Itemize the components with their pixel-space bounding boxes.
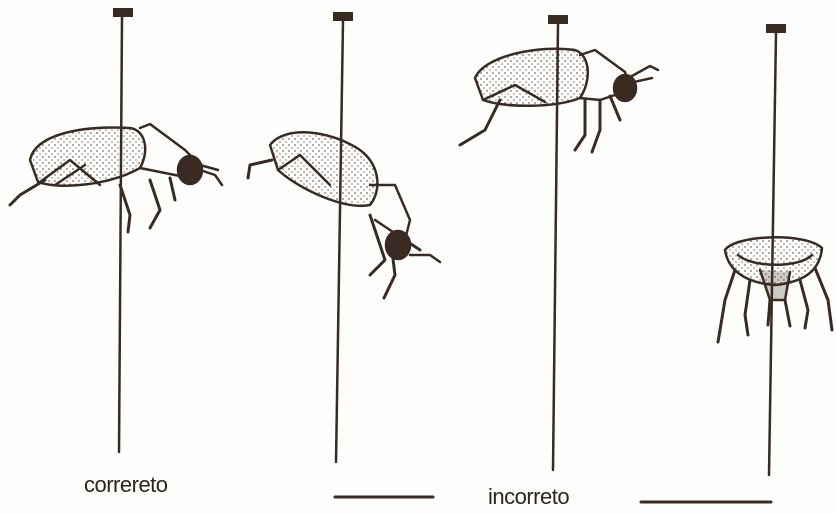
pin-head xyxy=(548,15,568,24)
specimen-tilted xyxy=(248,12,440,497)
pin-head xyxy=(333,12,353,21)
pin-shaft xyxy=(119,17,122,452)
beetle-body xyxy=(460,49,658,152)
beetle-body xyxy=(248,132,440,298)
specimen-low-front xyxy=(718,24,832,475)
beetle-body xyxy=(10,124,222,232)
beetle-body xyxy=(718,237,832,342)
pin-head xyxy=(113,8,133,17)
pin-shaft xyxy=(336,21,343,462)
specimen-off-center xyxy=(460,15,771,502)
label-correct: correreto xyxy=(84,472,168,498)
pin-head xyxy=(766,24,786,33)
specimen-correct xyxy=(10,8,222,452)
label-incorrect: incorreto xyxy=(488,484,569,510)
